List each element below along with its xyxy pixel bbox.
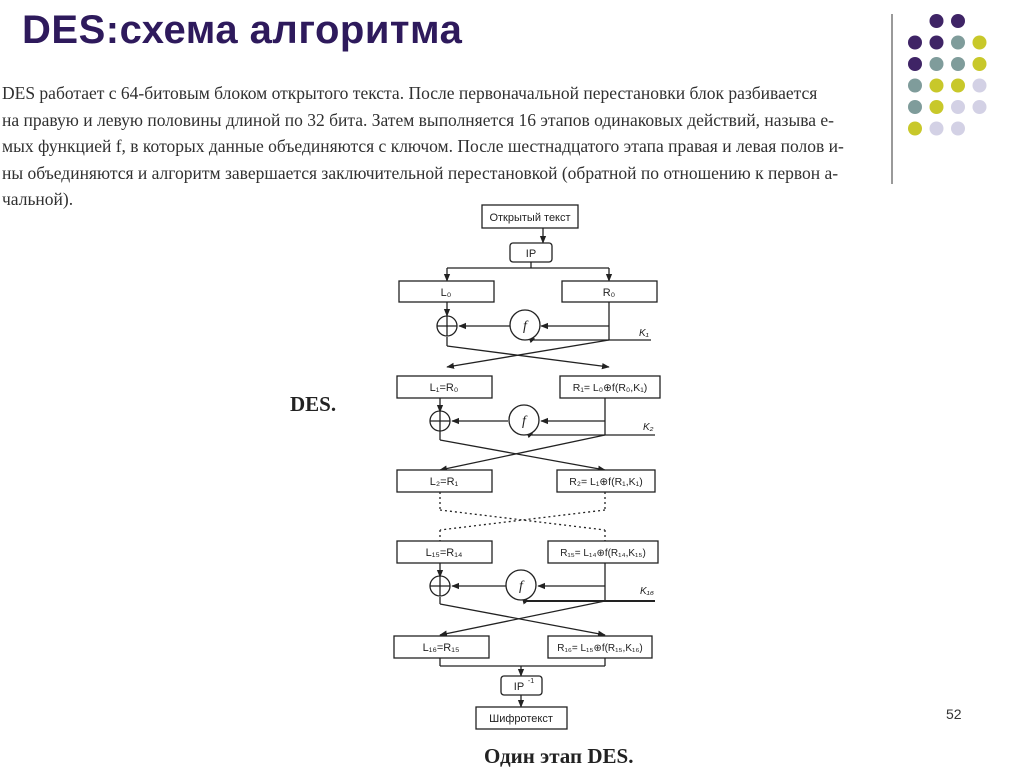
- l16-label: L₁₆=R₁₅: [423, 642, 460, 654]
- decorative-dot: [972, 78, 987, 93]
- ip-inverse-box: [500, 675, 543, 696]
- slide-title: DES:схема алгоритма: [22, 8, 463, 52]
- decorative-dot: [929, 35, 944, 50]
- r2-box: [556, 469, 656, 493]
- paragraph-line: чальной).: [2, 189, 74, 209]
- l2-label: L₂=R₁: [430, 476, 459, 488]
- decorative-dot: [929, 57, 944, 71]
- l16-box: [393, 635, 490, 659]
- des-side-label: DES.: [290, 392, 337, 416]
- description-paragraph: DES работает с 64-битовым блоком открыто…: [2, 80, 864, 213]
- f-node-2: [508, 404, 540, 436]
- f-label-2: f: [522, 414, 528, 429]
- decorative-dot: [908, 100, 922, 114]
- plaintext-label: Открытый текст: [489, 212, 570, 224]
- page-number: 52: [946, 706, 962, 722]
- decorative-dot: [929, 100, 944, 114]
- key-label-k16: K₁₆: [640, 586, 654, 597]
- r0-box: [561, 280, 658, 303]
- paragraph-line: мых функцией f, в которых данные объедин…: [2, 136, 844, 156]
- decorative-dot: [972, 100, 987, 114]
- decorative-dot: [929, 121, 944, 136]
- decorative-dot: [929, 14, 944, 28]
- decorative-dot: [951, 78, 965, 93]
- r1-label: R₁= L₀⊕f(R₀,K₁): [573, 382, 647, 394]
- ip-label: IP: [526, 248, 536, 260]
- key-label-k1: K₁: [639, 328, 649, 339]
- diagram-caption: Один этап DES.: [484, 744, 634, 768]
- cross-r0-to-l1: [446, 339, 610, 369]
- paragraph-line: DES работает с 64-битовым блоком открыто…: [2, 83, 818, 103]
- r0-label: R₀: [603, 287, 616, 299]
- r15-label: R₁₅= L₁₄⊕f(R₁₄,K₁₅): [560, 548, 646, 559]
- f-node-1: [509, 309, 541, 341]
- decorative-dot: [908, 35, 922, 50]
- paragraph-line: ны объединяются и алгоритм завершается з…: [2, 162, 839, 183]
- cross-r15-to-l16: [439, 600, 606, 637]
- plaintext-box: [481, 204, 579, 229]
- ip-inverse-superscript: -1: [528, 678, 534, 685]
- decorative-dot: [908, 78, 922, 93]
- ip-box: [509, 242, 553, 263]
- f-label-16: f: [519, 579, 525, 594]
- l15-box: [396, 540, 493, 564]
- decorative-dot: [908, 57, 922, 71]
- r15-box: [547, 540, 659, 564]
- r1-box: [559, 375, 661, 399]
- r16-box: [547, 635, 653, 659]
- decorative-dot: [951, 57, 965, 71]
- decorative-dot: [951, 121, 965, 136]
- l0-box: [398, 280, 495, 303]
- l1-box: [396, 375, 493, 399]
- decorative-dot: [908, 121, 922, 136]
- l2-box: [396, 469, 493, 493]
- decorative-dot: [929, 78, 944, 93]
- title-divider: [891, 14, 893, 184]
- cross-xor2-to-r2: [439, 439, 606, 472]
- cross-xor16-to-r16: [439, 603, 606, 637]
- ciphertext-box: [475, 706, 568, 730]
- ciphertext-label: Шифротекст: [489, 713, 553, 725]
- key-label-k2: K₂: [643, 422, 654, 433]
- r16-label: R₁₆= L₁₅⊕f(R₁₅,K₁₆): [557, 643, 643, 654]
- l0-label: L₀: [441, 287, 452, 299]
- ip-inverse-label: IP: [514, 681, 524, 693]
- decorative-dot: [951, 100, 965, 114]
- decorative-dot-grid: [908, 14, 987, 136]
- l15-label: L₁₅=R₁₄: [426, 547, 463, 559]
- f-label-1: f: [523, 319, 529, 334]
- decorative-dot: [951, 35, 965, 50]
- cross-r1-to-l2: [439, 434, 606, 472]
- r2-label: R₂= L₁⊕f(R₁,K₁): [569, 476, 642, 488]
- decorative-dot: [972, 35, 987, 50]
- f-node-16: [505, 569, 537, 601]
- cross-xor-to-r1: [446, 345, 610, 370]
- paragraph-line: на правую и левую половины длиной по 32 …: [2, 109, 835, 130]
- decorative-dot: [951, 14, 965, 28]
- decorative-dot: [972, 57, 987, 71]
- l1-label: L₁=R₀: [430, 382, 459, 394]
